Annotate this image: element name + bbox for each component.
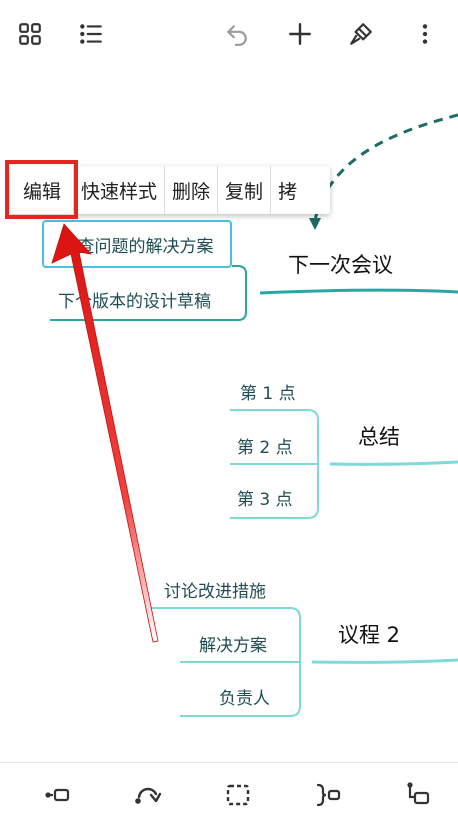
node-next-version-draft[interactable]: 下个版本的设计草稿 <box>58 292 211 312</box>
brush-icon[interactable] <box>341 14 381 54</box>
top-toolbar <box>0 0 458 68</box>
list-icon[interactable] <box>71 14 111 54</box>
context-menu: 编辑 快速样式 删除 复制 拷 <box>10 166 330 214</box>
select-area-icon[interactable] <box>220 777 256 813</box>
topic-summary[interactable]: 总结 <box>358 425 400 449</box>
node-point-3[interactable]: 第 3 点 <box>237 490 293 510</box>
undo-icon[interactable] <box>217 14 257 54</box>
insert-child-icon[interactable] <box>400 777 436 813</box>
menu-item-copy[interactable]: 复制 <box>218 166 272 214</box>
bottom-toolbar <box>0 762 458 821</box>
insert-sibling-icon[interactable] <box>40 777 76 813</box>
node-discuss-improve[interactable]: 讨论改进措施 <box>164 582 266 602</box>
menu-item-more[interactable]: 拷 <box>278 180 298 203</box>
node-review-solution[interactable]: 审查问题的解决方案 <box>42 220 232 268</box>
add-icon[interactable] <box>280 14 320 54</box>
more-vertical-icon[interactable] <box>405 14 445 54</box>
topic-next-meeting[interactable]: 下一次会议 <box>288 253 393 277</box>
node-owner[interactable]: 负责人 <box>219 689 270 709</box>
rotate-icon[interactable] <box>130 777 166 813</box>
menu-item-delete[interactable]: 删除 <box>165 166 219 214</box>
grid-icon[interactable] <box>10 14 50 54</box>
topic-agenda-2[interactable]: 议程 2 <box>338 623 401 647</box>
menu-item-quick-style[interactable]: 快速样式 <box>74 166 166 214</box>
node-point-2[interactable]: 第 2 点 <box>237 438 293 458</box>
menu-item-edit[interactable]: 编辑 <box>10 166 75 214</box>
node-solution[interactable]: 解决方案 <box>199 636 267 656</box>
node-point-1[interactable]: 第 1 点 <box>240 384 296 404</box>
highlight-box <box>5 160 78 219</box>
summary-icon[interactable] <box>310 777 346 813</box>
